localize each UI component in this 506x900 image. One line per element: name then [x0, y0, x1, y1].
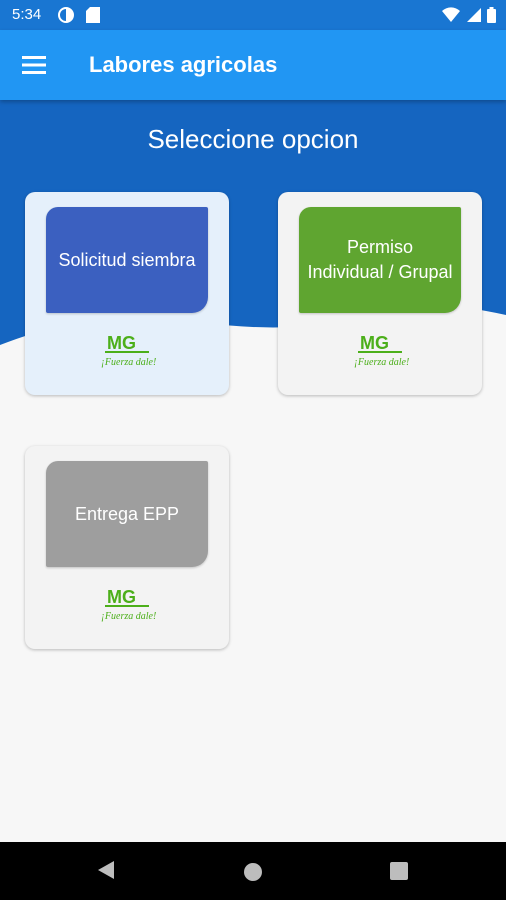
company-logo: MG ¡Fuerza dale! [97, 332, 157, 372]
svg-text:MG: MG [360, 333, 389, 353]
system-nav-bar [0, 842, 506, 900]
status-time: 5:34 [12, 6, 42, 23]
svg-text:MG: MG [107, 333, 136, 353]
permiso-individual-grupal-button[interactable]: Permiso Individual / Grupal [299, 207, 461, 313]
hamburger-menu-icon [22, 56, 46, 74]
nav-home-button[interactable] [243, 862, 263, 887]
card-solicitud-siembra[interactable]: Solicitud siembra MG ¡Fuerza dale! [25, 192, 229, 395]
app-bar: Labores agricolas [0, 30, 506, 100]
card-entrega-epp[interactable]: Entrega EPP MG ¡Fuerza dale! [25, 446, 229, 649]
wifi-icon [442, 7, 460, 28]
status-bar: 5:34 [0, 0, 506, 30]
menu-button[interactable] [16, 47, 52, 83]
entrega-epp-button[interactable]: Entrega EPP [46, 461, 208, 567]
nav-recents-icon [390, 862, 408, 880]
status-right-icons [442, 7, 496, 28]
svg-text:¡Fuerza dale!: ¡Fuerza dale! [101, 611, 156, 622]
company-logo: MG ¡Fuerza dale! [350, 332, 410, 372]
nav-recents-button[interactable] [390, 862, 408, 885]
svg-text:¡Fuerza dale!: ¡Fuerza dale! [101, 357, 156, 368]
card-permiso-individual-grupal[interactable]: Permiso Individual / Grupal MG ¡Fuerza d… [278, 192, 482, 395]
section-title: Seleccione opcion [147, 124, 359, 154]
nav-back-icon [98, 861, 114, 879]
nav-back-button[interactable] [96, 859, 116, 886]
solicitud-siembra-button[interactable]: Solicitud siembra [46, 207, 208, 313]
data-saver-icon [58, 7, 74, 28]
battery-icon [487, 7, 496, 28]
svg-text:MG: MG [107, 587, 136, 607]
company-logo: MG ¡Fuerza dale! [97, 586, 157, 626]
sd-card-icon [86, 7, 100, 28]
cell-signal-icon [466, 7, 481, 28]
app-title: Labores agricolas [89, 52, 278, 77]
nav-home-icon [244, 863, 262, 881]
svg-text:¡Fuerza dale!: ¡Fuerza dale! [354, 357, 409, 368]
